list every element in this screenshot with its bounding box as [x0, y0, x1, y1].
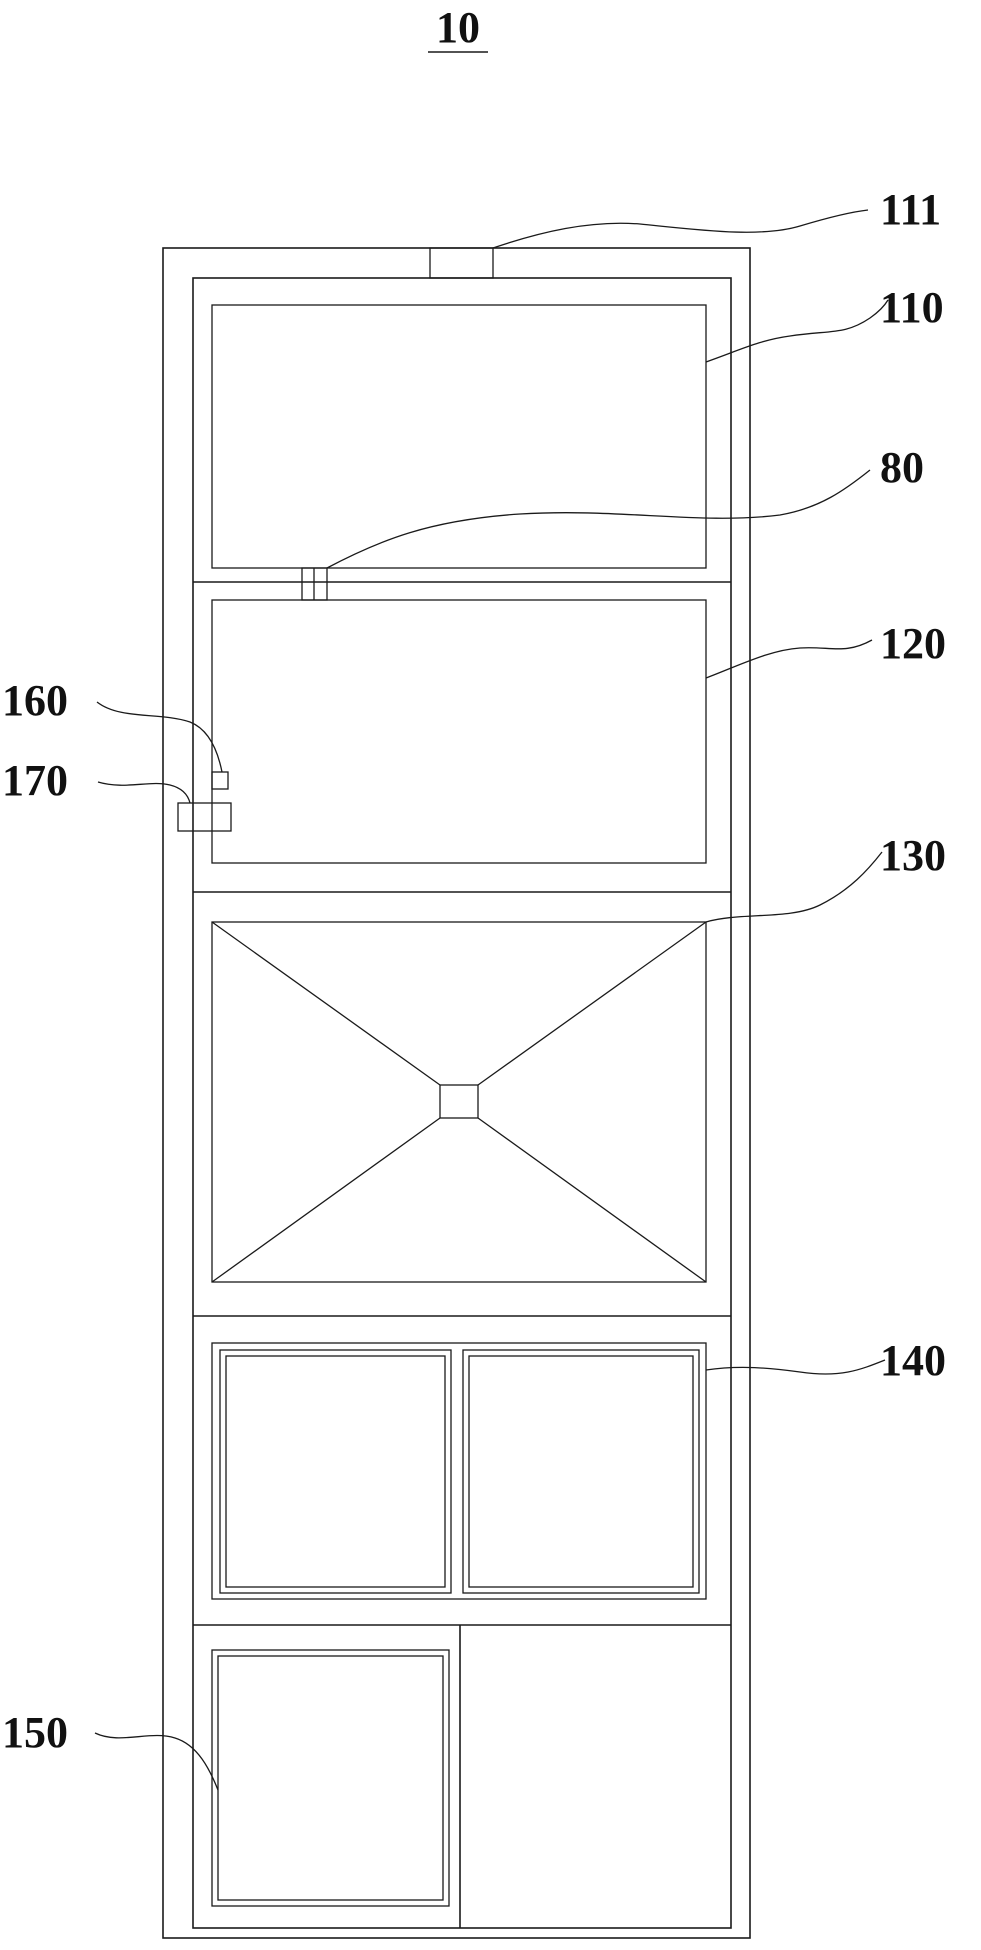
figure-label: 10: [436, 3, 480, 52]
leader-170: [97, 781, 191, 804]
label-80: 80: [880, 443, 924, 492]
cross-line-tr: [477, 921, 707, 1086]
part-170-block: [177, 802, 232, 832]
drawer-left-outer: [219, 1349, 452, 1594]
leader-120: [705, 639, 873, 679]
middle-compartment: [211, 599, 707, 864]
label-130: 130: [880, 831, 946, 880]
label-140: 140: [880, 1336, 946, 1385]
label-160: 160: [2, 676, 68, 725]
leader-80: [326, 469, 871, 569]
bottom-compartment-inner: [217, 1655, 444, 1901]
leader-111: [492, 209, 869, 249]
label-120: 120: [880, 619, 946, 668]
cross-line-br: [477, 1117, 707, 1283]
inner-housing: [192, 277, 732, 1929]
drawer-frame: [211, 1342, 707, 1600]
bottom-compartment-outer: [211, 1649, 450, 1907]
drawer-right-outer: [462, 1349, 700, 1594]
top-port: [429, 247, 494, 279]
leader-130: [705, 851, 883, 923]
drawer-right-inner: [468, 1355, 694, 1588]
drawer-left-inner: [225, 1355, 446, 1588]
cross-line-tl: [211, 921, 441, 1086]
outer-housing: [162, 247, 751, 1939]
leader-160: [96, 701, 223, 773]
label-111: 111: [880, 185, 941, 234]
label-150: 150: [2, 1708, 68, 1757]
center-compartment: [211, 921, 707, 1283]
label-170: 170: [2, 756, 68, 805]
part-160-block: [211, 771, 229, 790]
upper-compartment: [211, 304, 707, 569]
label-110: 110: [880, 283, 944, 332]
cross-line-bl: [211, 1117, 441, 1283]
leader-110: [705, 299, 889, 363]
leader-150: [94, 1732, 219, 1791]
leader-140: [705, 1359, 886, 1375]
center-outlet: [439, 1084, 479, 1119]
